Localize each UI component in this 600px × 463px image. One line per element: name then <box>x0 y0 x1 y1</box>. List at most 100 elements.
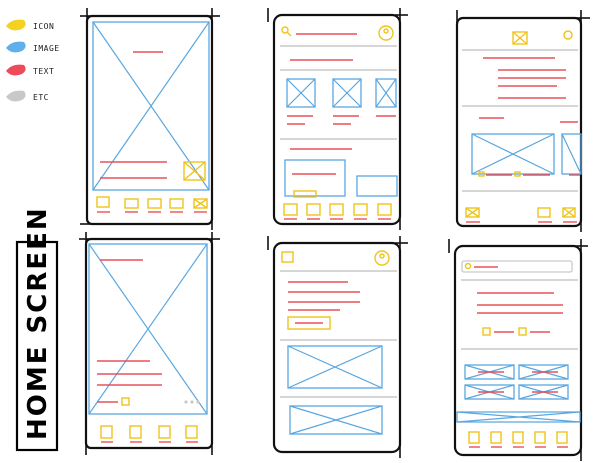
grid-image[interactable] <box>286 78 316 108</box>
phone-frame <box>84 237 214 450</box>
nav-icon[interactable] <box>169 198 184 209</box>
nav-icon-cross <box>562 207 576 218</box>
nav-icon[interactable] <box>377 203 392 216</box>
image-cross <box>289 405 383 435</box>
legend-label-text: TEXT <box>33 67 54 76</box>
nav-icon[interactable] <box>283 203 298 216</box>
side-label: HOME SCREEN <box>15 206 59 452</box>
phone-frame <box>272 241 402 454</box>
thumb-image[interactable] <box>518 384 569 400</box>
menu-icon[interactable] <box>281 251 294 263</box>
page-dots <box>184 400 200 404</box>
search-icon[interactable] <box>281 26 289 34</box>
nav-icon[interactable] <box>158 425 171 439</box>
legend-swatch-text <box>6 64 26 76</box>
nav-icon[interactable] <box>556 431 568 444</box>
thumb-grid <box>464 364 569 400</box>
nav-icon[interactable] <box>96 196 110 208</box>
legend-swatch-etc <box>6 90 26 102</box>
phone-frame <box>453 244 583 457</box>
avatar-icon[interactable] <box>374 250 390 266</box>
search-icon-handle <box>286 31 292 37</box>
side-label-box <box>15 240 59 452</box>
carousel-icon <box>478 171 485 177</box>
bottom-nav <box>468 431 568 448</box>
nav-icon[interactable] <box>562 207 576 218</box>
cta-button[interactable] <box>287 316 331 330</box>
page-dot[interactable] <box>196 400 200 404</box>
image-icon <box>183 161 206 181</box>
nav-icon[interactable] <box>147 198 162 209</box>
bottom-nav <box>96 196 208 213</box>
legend-item-text: TEXT <box>6 64 54 76</box>
avatar-icon-head <box>383 28 389 34</box>
screen-1 <box>80 8 220 230</box>
center-icon[interactable] <box>512 31 528 45</box>
nav-icon[interactable] <box>193 198 208 209</box>
grid-image[interactable] <box>375 78 397 108</box>
card-image <box>287 345 383 389</box>
image-cross <box>375 78 397 108</box>
nav-icon[interactable] <box>512 431 524 444</box>
screen-3 <box>455 10 590 232</box>
nav-icon[interactable] <box>129 425 142 439</box>
image-cross <box>456 411 581 423</box>
search-icon[interactable] <box>464 262 472 270</box>
card-image[interactable] <box>356 175 398 197</box>
page-dot[interactable] <box>184 400 188 404</box>
legend-swatch-icon <box>6 19 26 31</box>
hero-image <box>88 243 208 415</box>
nav-icon[interactable] <box>306 203 321 216</box>
side-label-text: HOME SCREEN <box>23 206 53 440</box>
icon-cross <box>183 161 206 181</box>
icon-cross <box>512 31 528 45</box>
image-placeholder <box>92 21 210 191</box>
image-cross <box>471 133 555 175</box>
page-dot[interactable] <box>190 400 194 404</box>
screen-2 <box>267 8 408 230</box>
grid-image[interactable] <box>332 78 362 108</box>
bottom-nav <box>100 425 198 443</box>
nav-icon[interactable] <box>465 207 480 218</box>
search-bar[interactable] <box>461 260 573 273</box>
nav-icon[interactable] <box>185 425 198 439</box>
card-2[interactable] <box>289 405 383 435</box>
bottom-image <box>456 411 581 423</box>
legend-label-image: IMAGE <box>33 44 60 53</box>
search-icon[interactable] <box>563 30 573 40</box>
thumb-image[interactable] <box>518 364 569 380</box>
legend-item-etc: ETC <box>6 90 48 102</box>
nav-icon[interactable] <box>329 203 344 216</box>
card-image[interactable] <box>284 159 346 197</box>
legend: ICON IMAGE TEXT ETC <box>6 19 60 102</box>
nav-icon[interactable] <box>468 431 480 444</box>
small-icon <box>518 327 527 336</box>
nav-icon[interactable] <box>124 198 139 209</box>
nav-icon[interactable] <box>353 203 368 216</box>
nav-icon-cross <box>465 207 480 218</box>
carousel-image[interactable] <box>471 133 555 175</box>
card-1[interactable] <box>287 345 383 389</box>
carousel-icon <box>514 171 521 177</box>
screen-6 <box>448 239 588 461</box>
nav-icon[interactable] <box>490 431 502 444</box>
phone-frame <box>85 14 214 226</box>
nav-icon[interactable] <box>100 425 113 439</box>
image-placeholder <box>88 243 208 415</box>
nav-icon[interactable] <box>537 207 551 218</box>
legend-item-icon: ICON <box>6 19 54 31</box>
legend-swatch-image <box>6 41 26 53</box>
nav-icon[interactable] <box>534 431 546 444</box>
carousel-image-peek[interactable] <box>561 133 582 175</box>
thumb-image[interactable] <box>464 384 515 400</box>
image-cross <box>287 345 383 389</box>
icon-placeholder <box>183 161 206 181</box>
bottom-nav <box>465 207 577 223</box>
avatar-icon[interactable] <box>378 25 394 41</box>
nav-icon-cross <box>193 198 208 209</box>
screen-5 <box>267 236 408 458</box>
card-button[interactable] <box>293 190 317 198</box>
small-icon[interactable] <box>121 397 130 406</box>
card-image <box>289 405 383 435</box>
thumb-image[interactable] <box>464 364 515 380</box>
